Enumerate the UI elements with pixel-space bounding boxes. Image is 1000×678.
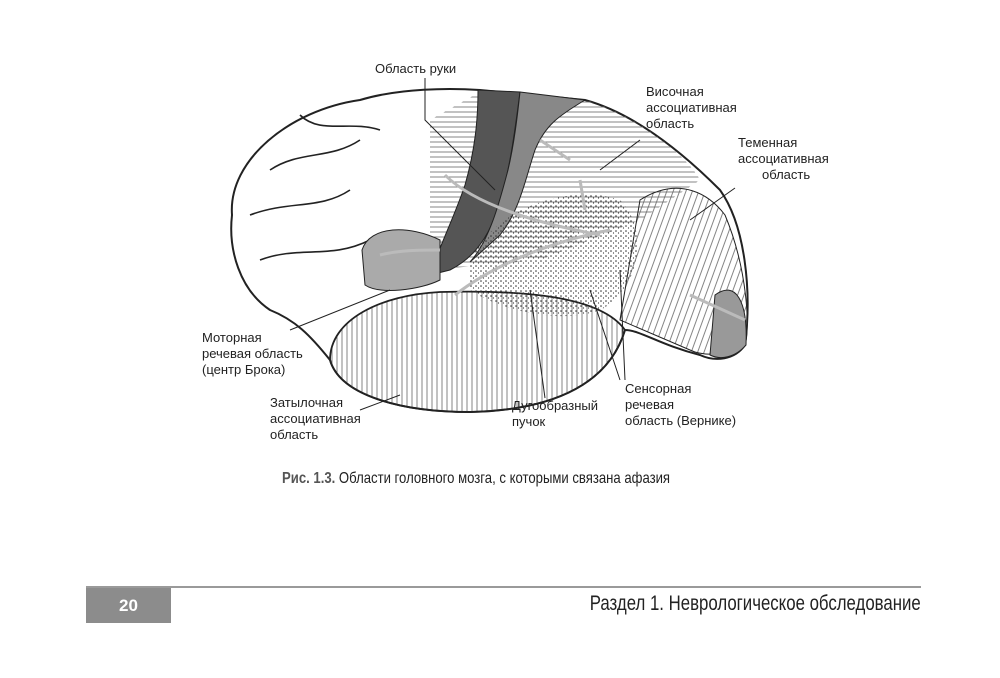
caption-number: Рис. 1.3. [282,470,336,487]
footer-divider [86,586,921,588]
label-occipital-association: Затылочная ассоциативная область [270,395,361,443]
label-parietal-association: Теменная ассоциативная область [738,135,829,183]
label-arcuate-fasciculus: Дугообразный пучок [512,398,598,430]
label-line: Моторная [202,330,262,345]
label-line: область [646,116,695,131]
label-line: (центр Брока) [202,362,286,377]
label-line: Дугообразный [512,398,599,413]
section-title: Раздел 1. Неврологическое обследование [589,592,921,615]
label-line: Затылочная [270,395,343,410]
label-line: область (Вернике) [625,413,737,428]
wernicke-area [470,194,638,317]
label-line: Височная [646,84,704,99]
caption-text: Области головного мозга, с которыми связ… [335,470,671,487]
label-wernicke: Сенсорная речевая область (Вернике) [625,381,736,429]
label-broca: Моторная речевая область (центр Брока) [202,330,303,378]
label-line: ассоциативная [738,151,829,166]
label-line: ассоциативная [646,100,737,115]
broca-area [361,229,441,291]
label-line: пучок [512,414,546,429]
label-line: область [762,167,811,182]
label-line: область [270,427,319,442]
label-line: ассоциативная [270,411,361,426]
label-line: речевая [625,397,675,412]
occipital-dark-patch [709,289,747,358]
label-line: Сенсорная [625,381,692,396]
label-line: речевая область [202,346,303,361]
figure-caption: Рис. 1.3. Области головного мозга, с кот… [282,470,670,488]
label-temporal-association: Височная ассоциативная область [646,84,737,132]
label-line: Теменная [738,135,798,150]
page-number: 20 [86,588,171,623]
label-hand-area: Область руки [375,61,457,76]
